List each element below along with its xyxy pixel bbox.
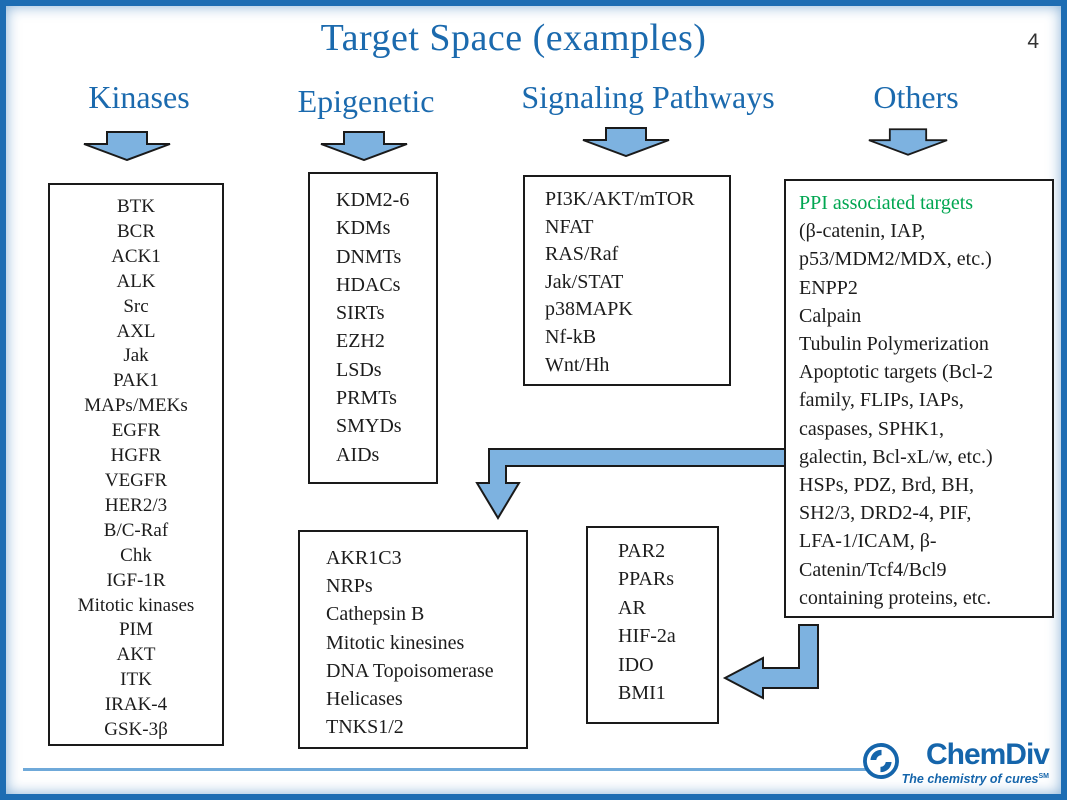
kinase-target: BCR — [116, 220, 156, 242]
ppi-associated-targets-heading: PPI associated targets — [799, 192, 974, 214]
column-header-kinases: Kinases — [88, 79, 190, 115]
kinase-target: ACK1 — [111, 245, 161, 267]
other-target-line: galectin, Bcl-xL/w, etc.) — [799, 445, 993, 468]
footer-divider — [23, 768, 874, 771]
epigenetic-target: EZH2 — [336, 330, 385, 353]
derived-target: HIF-2a — [618, 625, 676, 648]
derived-target: NRPs — [326, 575, 373, 598]
other-target-line: SH2/3, DRD2-4, PIF, — [799, 502, 972, 525]
signaling-target: Jak/STAT — [545, 270, 624, 293]
kinase-target: Src — [123, 295, 149, 317]
signaling-target: PI3K/AKT/mTOR — [545, 188, 695, 210]
epigenetic-target: SMYDs — [336, 415, 402, 438]
epigenetic-target: PRMTs — [336, 387, 397, 410]
page-number: 4 — [1027, 30, 1039, 53]
kinase-target: AXL — [116, 320, 156, 342]
derived-target: Cathepsin B — [326, 603, 425, 626]
kinase-target: BTK — [117, 196, 155, 217]
epigenetic-target: HDACs — [336, 273, 401, 296]
epigenetic-target: DNMTs — [336, 245, 402, 268]
other-target-line: Calpain — [799, 304, 862, 327]
other-target-line: ENPP2 — [799, 276, 858, 299]
kinase-target: PIM — [119, 619, 153, 641]
kinase-target: HER2/3 — [104, 494, 168, 516]
kinase-target: IGF-1R — [106, 569, 166, 591]
chemdiv-service-mark: SM — [1038, 772, 1050, 780]
signaling-target: RAS/Raf — [545, 243, 619, 266]
column-header-others: Others — [873, 79, 959, 115]
chemdiv-tagline-text: The chemistry of cures — [901, 772, 1039, 786]
epigenetic-target: SIRTs — [336, 302, 385, 325]
kinase-target: B/C-Raf — [103, 519, 169, 541]
epigenetic-target: AIDs — [336, 443, 380, 466]
derived-target: IDO — [618, 653, 654, 676]
derived-target: PAR2 — [618, 540, 666, 562]
derived-target: BMI1 — [618, 682, 666, 705]
kinase-target: VEGFR — [104, 469, 168, 491]
derived-target: Mitotic kinesines — [326, 631, 465, 654]
kinase-target: PAK1 — [113, 370, 159, 392]
other-target-line: containing proteins, etc. — [799, 586, 992, 609]
derived-target: AR — [618, 596, 646, 619]
kinase-target: ITK — [120, 669, 152, 691]
chemdiv-wordmark: ChemDiv — [925, 737, 1050, 771]
down-arrow-icon — [320, 131, 408, 161]
signaling-target: p38MAPK — [545, 298, 633, 321]
derived-target: TNKS1/2 — [326, 716, 404, 739]
kinase-target: EGFR — [111, 420, 161, 442]
other-target-line: p53/MDM2/MDX, etc.) — [799, 248, 992, 271]
other-target-line: Apoptotic targets (Bcl-2 — [799, 361, 994, 384]
derived-target: Helicases — [326, 688, 403, 711]
chemdiv-logo-text: ChemDiv The chemistry of curesSM — [902, 737, 1050, 786]
column-header-signaling-pathways: Signaling Pathways — [521, 79, 775, 115]
signaling-target: Wnt/Hh — [545, 353, 610, 376]
epigenetic-target: KDMs — [336, 217, 391, 240]
others-box: PPI associated targets (β-catenin, IAP, p… — [784, 179, 1054, 618]
derived-target: AKR1C3 — [326, 547, 402, 569]
kinase-target: ALK — [116, 270, 156, 292]
other-target-line: family, FLIPs, IAPs, — [799, 389, 964, 412]
kinase-target: Mitotic kinases — [77, 594, 195, 616]
kinase-target: Chk — [120, 544, 152, 566]
down-arrow-icon — [582, 127, 670, 157]
signaling-target: Nf-kB — [545, 325, 597, 348]
others-target-lines: (β-catenin, IAP, p53/MDM2/MDX, etc.) ENPP2… — [799, 217, 1046, 612]
bent-arrow-left-down-icon — [475, 448, 790, 520]
kinase-target: HGFR — [110, 445, 162, 467]
kinase-target: IRAK-4 — [104, 694, 168, 716]
column-header-epigenetic: Epigenetic — [297, 83, 435, 119]
other-target-line: caspases, SPHK1, — [799, 417, 944, 440]
other-target-line: LFA-1/ICAM, β- — [799, 530, 937, 553]
bent-arrow-down-left-icon — [722, 624, 819, 700]
derived-target: DNA Topoisomerase — [326, 659, 494, 682]
kinase-target: MAPs/MEKs — [84, 395, 188, 417]
chemdiv-logo: ChemDiv The chemistry of curesSM — [862, 737, 1050, 786]
signaling-target: NFAT — [545, 215, 594, 238]
epigenetic-target: KDM2-6 — [336, 189, 410, 211]
chemdiv-tagline: The chemistry of curesSM — [902, 770, 1049, 786]
epigenetic-target: LSDs — [336, 358, 382, 381]
chemdiv-logo-icon — [862, 742, 899, 779]
other-target-line: HSPs, PDZ, Brd, BH, — [799, 474, 975, 497]
kinase-target: Jak — [123, 345, 149, 367]
other-target-line: (β-catenin, IAP, — [799, 220, 926, 243]
other-target-line: Tubulin Polymerization — [799, 333, 989, 356]
slide-title: Target Space (examples) — [320, 17, 707, 59]
other-target-line: Catenin/Tcf4/Bcl9 — [799, 558, 947, 581]
kinase-target: GSK-3β — [104, 719, 168, 741]
down-arrow-icon — [868, 128, 948, 156]
derived-target: PPARs — [618, 568, 674, 591]
down-arrow-icon — [83, 131, 171, 161]
kinase-target: AKT — [116, 644, 156, 666]
